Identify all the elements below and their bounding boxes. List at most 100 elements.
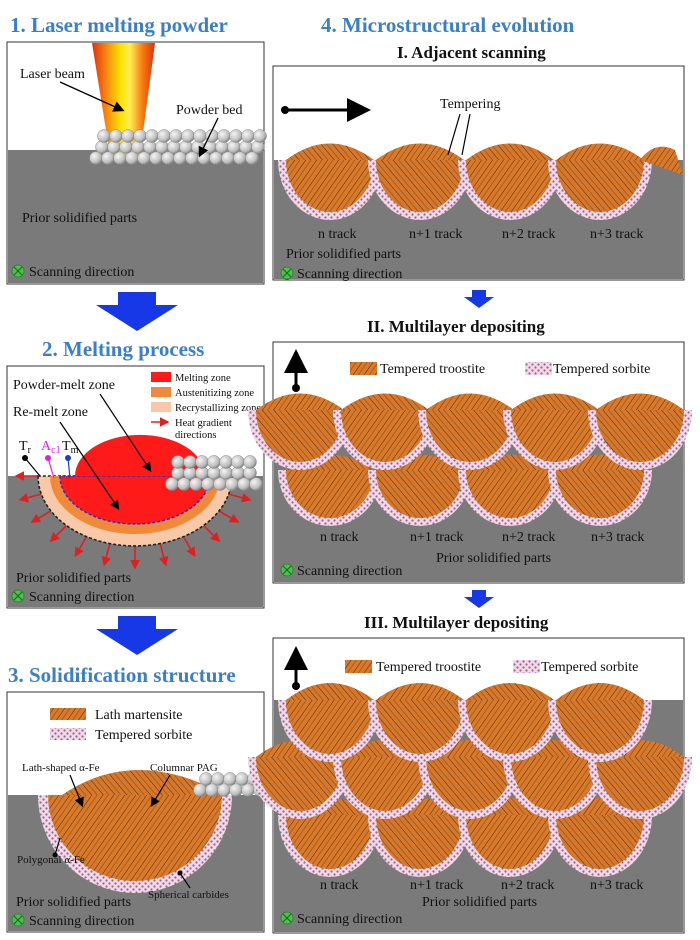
heat-arrow <box>101 543 111 567</box>
track-pool <box>556 160 644 212</box>
powder-particle <box>215 140 229 154</box>
sub1-title: I. Adjacent scanning <box>397 43 546 62</box>
powder-particle <box>157 129 171 143</box>
heat-arrow <box>74 536 88 558</box>
heat-arrow <box>182 536 196 558</box>
track-cap <box>376 143 464 160</box>
powder-particle <box>207 455 221 469</box>
lath-fe-label: Lath-shaped α-Fe <box>22 762 100 774</box>
track-pool <box>376 470 464 518</box>
powder-particle <box>133 129 147 143</box>
powder-particle <box>241 129 255 143</box>
scanning-direction-icon <box>11 264 25 278</box>
heat-arrow <box>30 510 52 523</box>
legend-sorbite: Tempered sorbite <box>553 362 650 377</box>
powder-particle <box>143 140 157 154</box>
powder-particle <box>227 140 241 154</box>
powder-particle <box>223 772 237 786</box>
legend-melting-process: Melting zone Austenitizing zone Recrysta… <box>151 372 261 441</box>
panel4-title: 4. Microstructural evolution <box>321 13 575 37</box>
powder-particle <box>239 140 253 154</box>
sub2-title: II. Multilayer depositing <box>367 317 545 336</box>
legend-austenitizing-zone: Austenitizing zone <box>175 388 254 399</box>
track-pool <box>286 815 374 869</box>
prior-solid-region <box>8 150 263 283</box>
sub3-title: III. Multilayer depositing <box>364 613 549 632</box>
powder-particle <box>97 129 111 143</box>
powder-particle <box>131 140 145 154</box>
track-cap <box>286 682 374 700</box>
powder-particle <box>169 129 183 143</box>
track-cap <box>596 393 684 410</box>
down-arrow-icon <box>96 616 178 655</box>
laser-beam-shape <box>92 43 155 155</box>
legend-troostite: Tempered troostite <box>380 362 485 377</box>
scan-direction-label-3: Scanning direction <box>29 914 134 929</box>
track-n2-3: n+2 track <box>501 878 554 893</box>
track-n3-3: n+3 track <box>590 878 643 893</box>
polygonal-fe-label: Polygonal α-Fe <box>17 854 85 866</box>
scan-direction-label-5: Scanning direction <box>297 564 402 579</box>
panel2-box: Melting zone Austenitizing zone Recrysta… <box>6 365 265 609</box>
down-arrow-icon <box>96 292 178 331</box>
track-n: n track <box>318 227 356 242</box>
track-pool <box>286 160 374 212</box>
track-cap <box>466 143 554 160</box>
track-pool <box>511 757 599 811</box>
spherical-carbides-label: Spherical carbides <box>148 889 229 901</box>
prior-solidified-label-6: Prior solidified parts <box>422 895 537 910</box>
track-pool <box>511 410 599 462</box>
powder-particle <box>229 129 243 143</box>
track-pool <box>256 410 344 462</box>
laser-beam-label: Laser beam <box>20 67 85 82</box>
powder-particle <box>245 151 259 165</box>
panel4-sub3-box: Tempered troostite Tempered sorbite n tr… <box>248 637 692 934</box>
columnar-pag-label: Columnar PAG <box>150 762 218 774</box>
lath-martensite-pool <box>48 795 222 881</box>
remelt-zone-label: Re-melt zone <box>13 405 88 420</box>
down-arrow-icon <box>464 290 494 308</box>
tempering-label: Tempering <box>440 97 500 112</box>
legend-sorbite-2: Tempered sorbite <box>541 660 638 675</box>
scanning-direction-icon <box>280 563 294 577</box>
legend-recrystallizing-zone: Recrystallizing zone <box>175 403 261 414</box>
track-n1-3: n+1 track <box>410 878 463 893</box>
track-n-3: n track <box>320 878 358 893</box>
powder-particle <box>235 772 249 786</box>
track-pool <box>341 757 429 811</box>
heat-arrow <box>203 524 221 543</box>
powder-particle <box>167 140 181 154</box>
powder-particle <box>183 455 197 469</box>
powder-particle <box>195 455 209 469</box>
powder-particle <box>107 140 121 154</box>
track-n3-2: n+3 track <box>591 530 644 545</box>
prior-solidified-label-2: Prior solidified parts <box>16 571 131 586</box>
powder-particle <box>171 455 185 469</box>
track-n-2: n track <box>320 530 358 545</box>
track-pool <box>596 757 684 811</box>
powder-particle <box>119 140 133 154</box>
powder-particle <box>199 772 213 786</box>
panel4-sub1-box: Tempering n track n+1 track n+2 track n+… <box>272 65 685 282</box>
track-pool <box>376 160 464 212</box>
track-n3: n+3 track <box>590 227 643 242</box>
track-pool <box>286 700 374 754</box>
track-pool <box>466 815 554 869</box>
track-pool <box>556 700 644 754</box>
powder-balls-2 <box>165 455 263 491</box>
track-n2-2: n+2 track <box>502 530 555 545</box>
scanning-direction-icon <box>280 266 294 280</box>
powder-particle <box>249 477 263 491</box>
track-pool <box>556 815 644 869</box>
track-pool <box>376 815 464 869</box>
powder-particle <box>181 129 195 143</box>
scan-direction-label-6: Scanning direction <box>297 912 402 927</box>
legend-lath-martensite: Lath martensite <box>95 708 182 723</box>
track-cap <box>511 393 599 410</box>
powder-particle <box>253 129 267 143</box>
track-pool <box>426 410 514 462</box>
track-cap <box>556 682 644 700</box>
prior-solidified-label-4: Prior solidified parts <box>286 247 401 262</box>
track-n2: n+2 track <box>502 227 555 242</box>
track-pool <box>466 470 554 518</box>
